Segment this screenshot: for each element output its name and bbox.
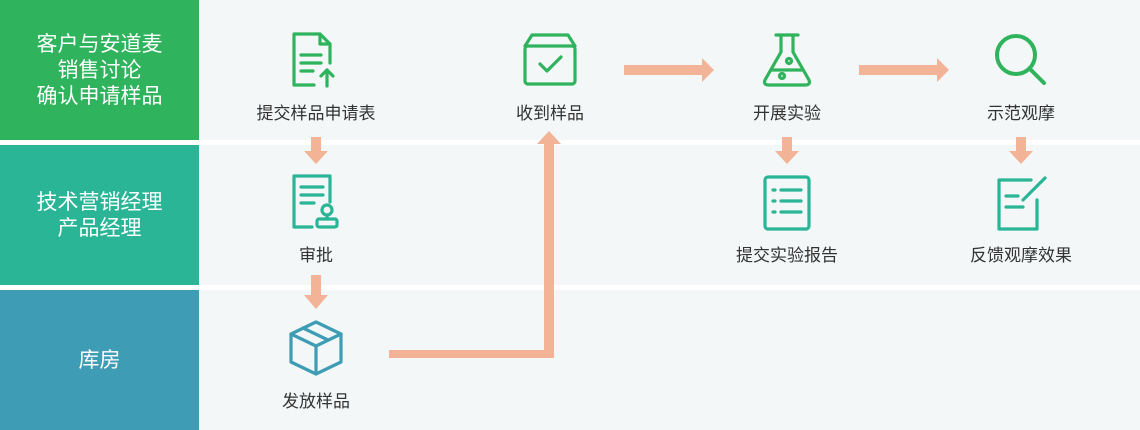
flask-icon — [762, 33, 812, 87]
document-stamp-icon — [292, 174, 339, 229]
node-conduct-experiment: 开展实验 — [697, 30, 877, 125]
lane-label-line: 销售讨论 — [57, 58, 142, 82]
lane-label-line: 客户与安道麦 — [36, 32, 163, 56]
node-receive-samples: 收到样品 — [460, 30, 640, 125]
arrow-demo-to-feedback — [1009, 137, 1033, 164]
node-label: 示范观摩 — [987, 104, 1055, 124]
lane-label-line: 产品经理 — [57, 216, 142, 240]
lane-label-line: 确认申请样品 — [36, 84, 163, 108]
arrow-experiment-to-report — [775, 137, 799, 164]
arrow-receive-to-experiment — [624, 58, 714, 82]
arrow-submit-to-approval — [304, 137, 328, 164]
node-demo-observation: 示范观摩 — [931, 30, 1111, 125]
node-label: 审批 — [299, 246, 333, 266]
arrow-approval-to-ship — [304, 275, 328, 309]
lane-label-customer: 客户与安道麦 销售讨论 确认申请样品 — [0, 0, 199, 140]
node-label: 发放样品 — [282, 392, 350, 412]
node-label: 收到样品 — [516, 104, 584, 124]
magnifier-icon — [995, 34, 1046, 85]
node-label: 提交样品申请表 — [256, 104, 376, 124]
node-submit-request: 提交样品申请表 — [226, 30, 406, 125]
node-approval: 审批 — [226, 172, 406, 267]
edit-note-icon — [997, 176, 1047, 231]
node-label: 反馈观摩效果 — [970, 246, 1072, 266]
lane-label-warehouse: 库房 — [0, 290, 199, 430]
document-upload-icon — [292, 32, 335, 88]
node-label: 开展实验 — [753, 104, 821, 124]
package-icon — [289, 320, 343, 376]
checklist-icon — [763, 175, 811, 231]
lane-label-marketing: 技术营销经理 产品经理 — [0, 145, 199, 285]
node-feedback: 反馈观摩效果 — [931, 172, 1111, 267]
node-submit-report: 提交实验报告 — [697, 172, 877, 267]
arrow-ship-to-receive — [389, 131, 561, 358]
lane-label-line: 技术营销经理 — [36, 190, 163, 214]
arrow-experiment-to-demo — [859, 58, 949, 82]
lane-label-line: 库房 — [78, 348, 121, 372]
node-label: 提交实验报告 — [736, 246, 838, 266]
node-ship-samples: 发放样品 — [226, 318, 406, 413]
box-check-icon — [523, 33, 577, 86]
